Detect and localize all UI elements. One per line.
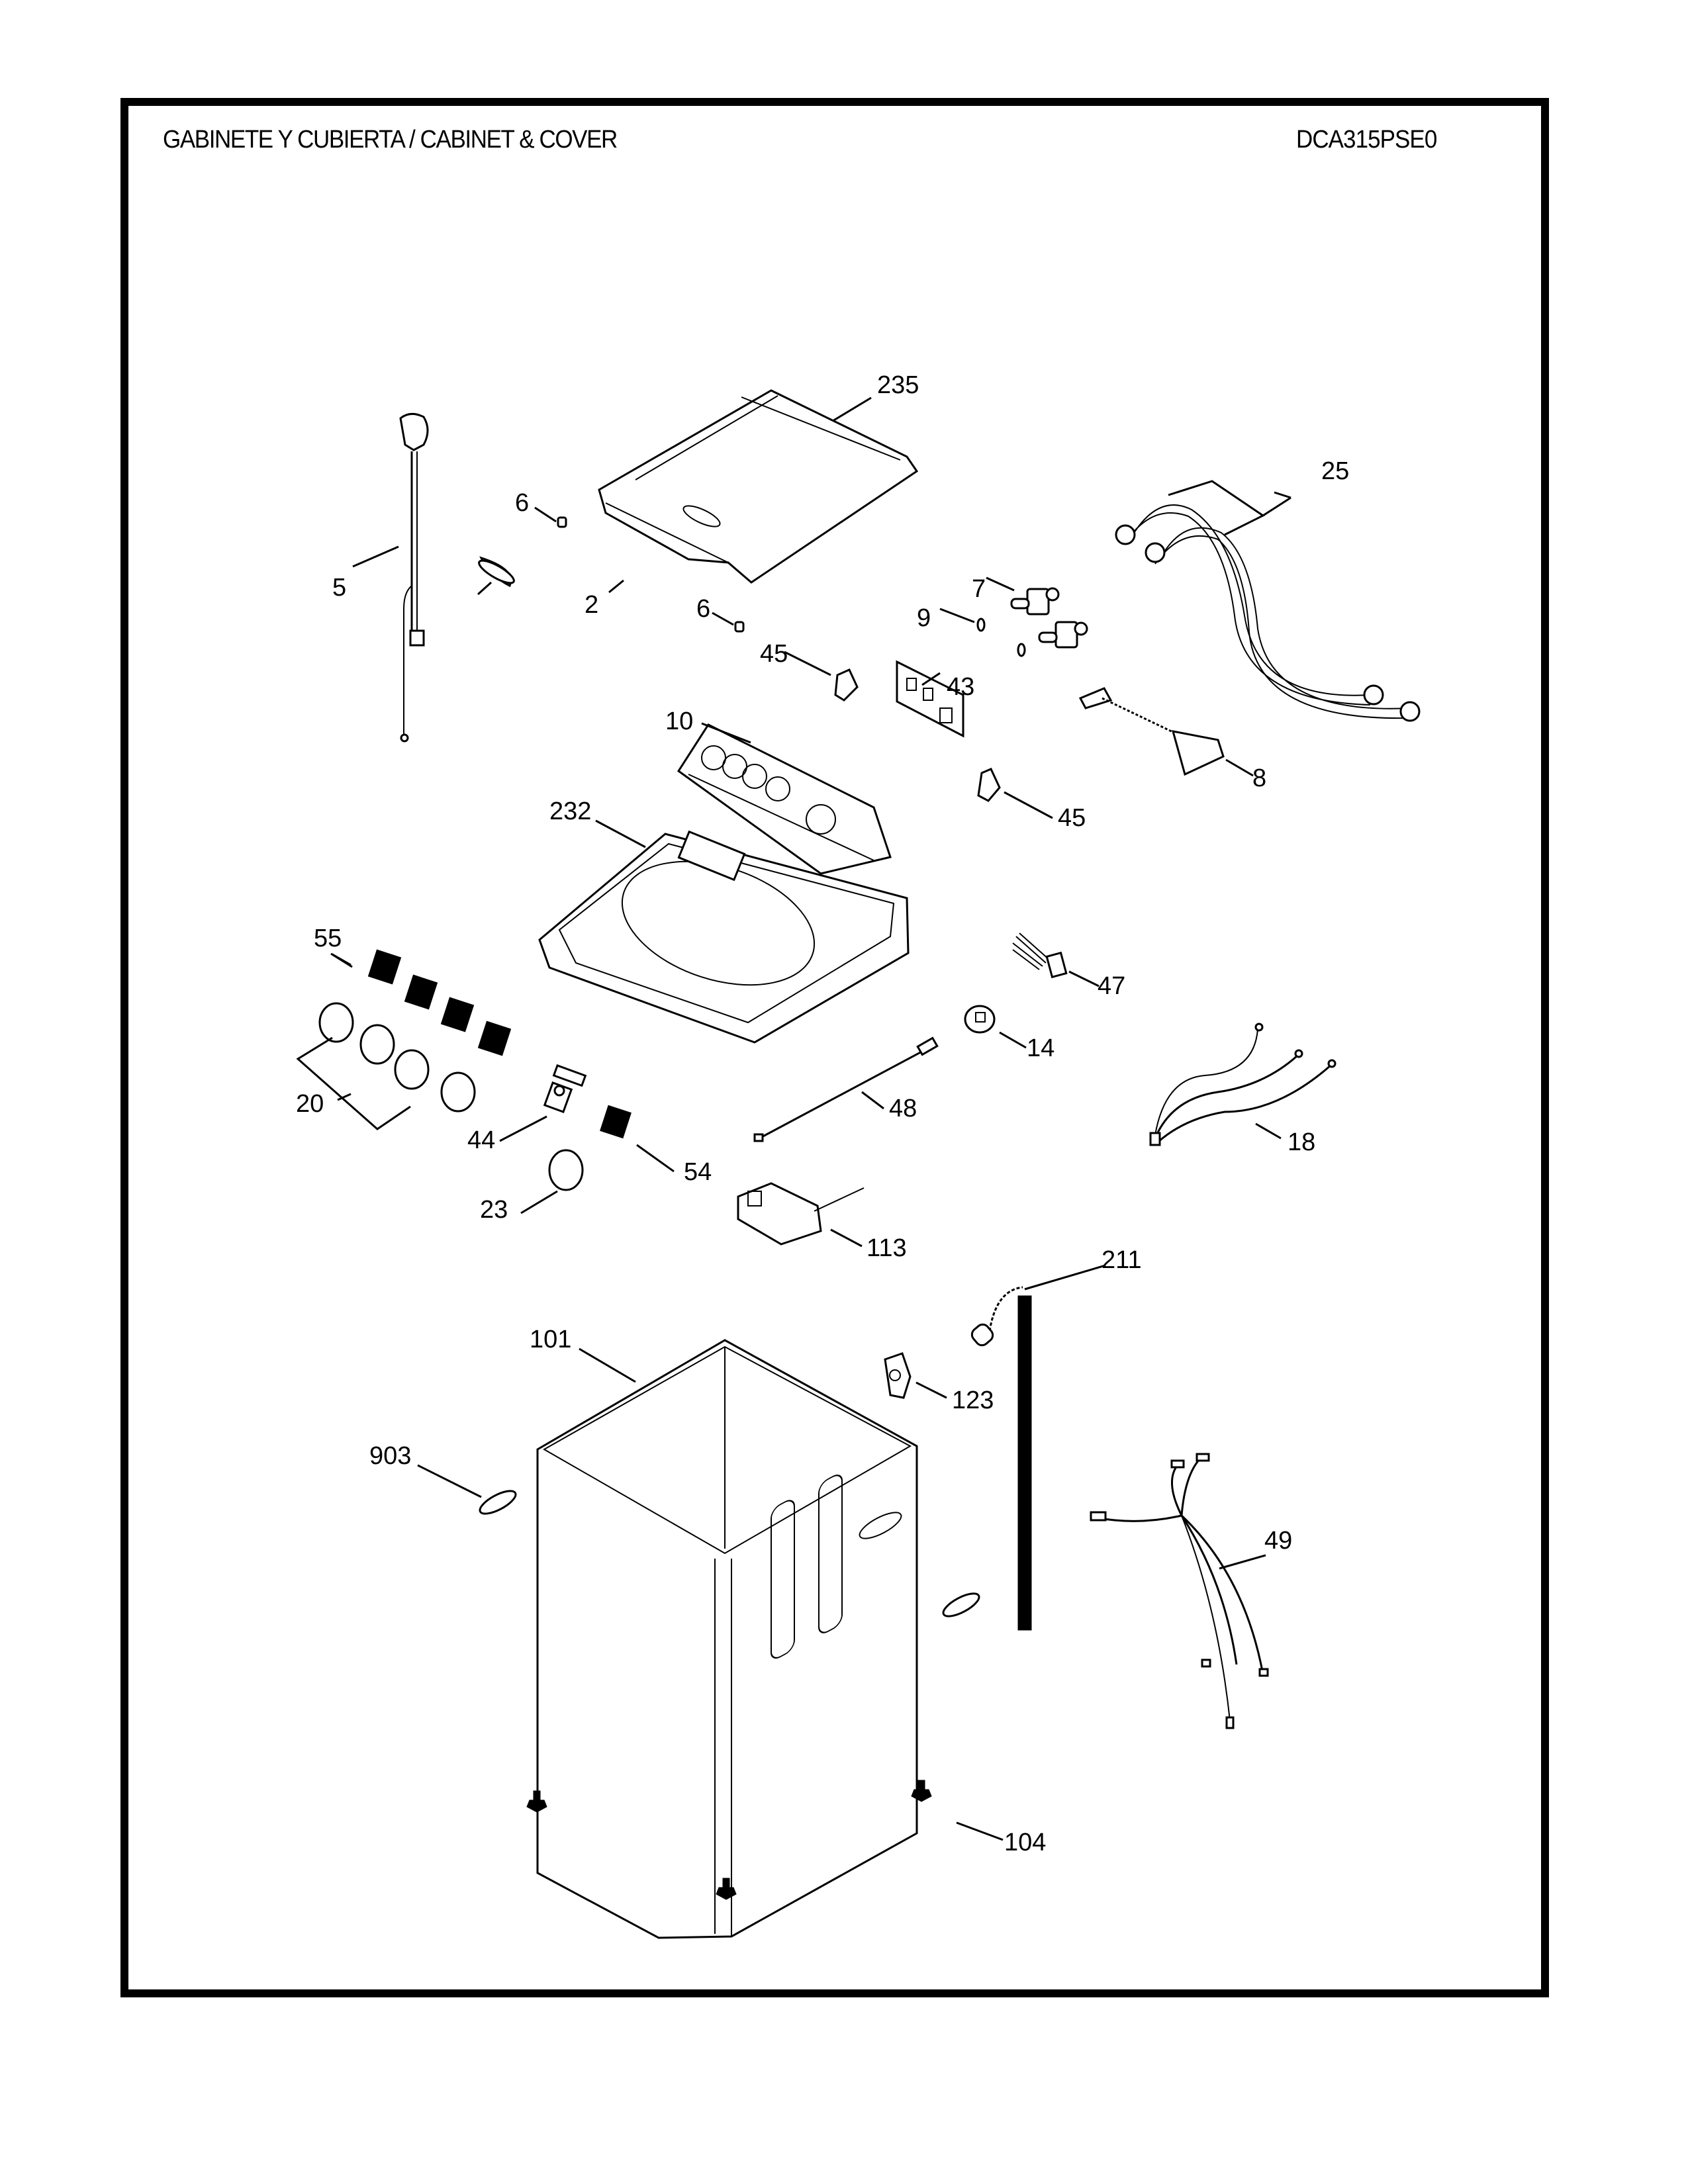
part-49-main-harness: 49 (1090, 1453, 1292, 1729)
label-8: 8 (1252, 764, 1266, 792)
part-9-valve-clips: 9 (917, 604, 1026, 657)
part-43-control-board: 43 (896, 660, 974, 738)
label-6b: 6 (696, 595, 710, 623)
diagram-frame (120, 98, 1549, 1997)
part-8-hose-spout: 8 (1078, 687, 1266, 792)
label-47: 47 (1098, 972, 1125, 1000)
part-47-wire-connector: 47 (1012, 933, 1125, 1000)
part-101-cabinet: 101 (530, 1326, 918, 1939)
label-123: 123 (952, 1387, 994, 1414)
part-44-led-board: 44 (467, 1064, 587, 1154)
part-6-bumper-a: 6 (515, 489, 567, 528)
label-18: 18 (1288, 1128, 1315, 1156)
part-48-wire-harness: 48 (753, 1036, 939, 1142)
part-6-bumper-b: 6 (696, 595, 745, 633)
label-10: 10 (665, 707, 693, 735)
label-7: 7 (972, 575, 986, 603)
label-44: 44 (467, 1126, 495, 1154)
part-55-selector-switches: 55 (314, 925, 512, 1056)
label-55: 55 (314, 925, 342, 952)
part-20-knobs: 20 (296, 1002, 476, 1130)
part-123-hose-holder: 123 (884, 1352, 994, 1414)
part-232-top-frame: 232 (538, 797, 910, 1044)
label-104: 104 (1004, 1829, 1046, 1856)
label-14: 14 (1027, 1034, 1055, 1062)
part-104-leveling-feet: 104 (526, 1780, 1046, 1900)
label-48: 48 (889, 1095, 917, 1122)
label-23: 23 (480, 1196, 508, 1224)
label-45a: 45 (760, 640, 788, 668)
label-232: 232 (549, 797, 591, 825)
model-number: DCA315PSE0 (1296, 126, 1437, 154)
label-20: 20 (296, 1090, 324, 1118)
label-235: 235 (877, 371, 919, 399)
label-2: 2 (585, 591, 598, 619)
part-211-drain-hose: 211 (970, 1246, 1142, 1631)
label-903: 903 (369, 1442, 411, 1470)
label-45b: 45 (1058, 804, 1086, 832)
part-2-logo-badge: 2 (477, 556, 624, 619)
part-23-timer-knob: 23 (480, 1149, 584, 1224)
label-43: 43 (947, 673, 974, 701)
part-5-power-cord: 5 (332, 413, 429, 743)
part-45-bracket-a: 45 (760, 640, 859, 702)
part-18-ground-wires: 18 (1149, 1023, 1336, 1156)
part-14-pressure-switch: 14 (964, 1005, 1055, 1062)
label-49: 49 (1264, 1527, 1292, 1555)
part-54-timer-switch: 54 (600, 1105, 712, 1186)
label-25: 25 (1321, 457, 1349, 485)
part-25-inlet-hoses: 25 (1115, 457, 1421, 722)
label-5: 5 (332, 574, 346, 602)
label-9: 9 (917, 604, 931, 632)
part-235-top-lid: 235 (598, 371, 919, 584)
label-6a: 6 (515, 489, 529, 517)
part-45-bracket-b: 45 (977, 768, 1086, 832)
part-10-control-panel: 10 (665, 707, 892, 875)
label-113: 113 (867, 1234, 907, 1262)
part-113-lid-switch: 113 (737, 1182, 907, 1262)
label-54: 54 (684, 1158, 712, 1186)
diagram-title: GABINETE Y CUBIERTA / CABINET & COVER (163, 126, 618, 154)
label-211: 211 (1102, 1246, 1142, 1274)
part-903-handle-cover: 903 (369, 1442, 980, 1617)
part-7-inlet-valves: 7 (972, 575, 1088, 649)
label-101: 101 (530, 1326, 571, 1353)
